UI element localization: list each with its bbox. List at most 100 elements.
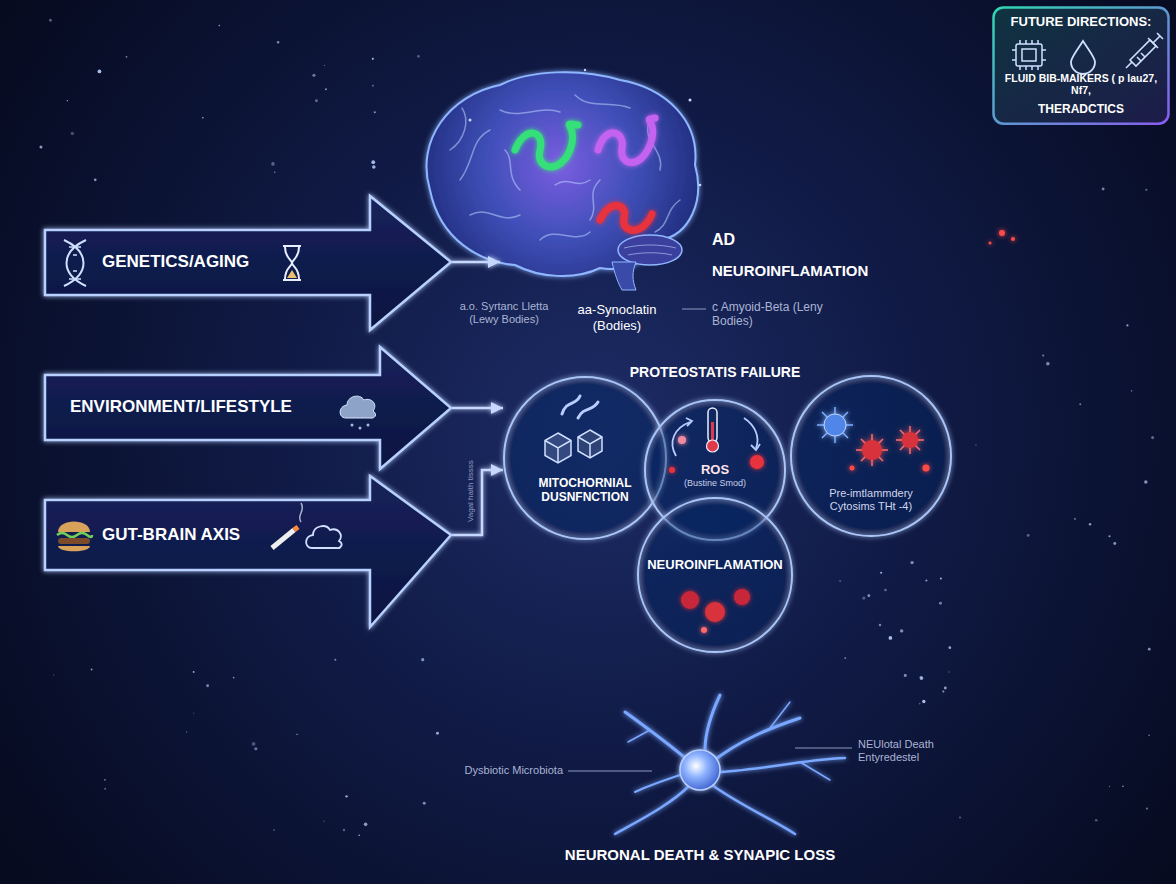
brain-illustration: [500, 110, 560, 114]
cytokine-icons: [817, 407, 853, 443]
sparkle-dots: [345, 795, 347, 797]
sparkle-dots: [1089, 523, 1092, 526]
sparkle-dots: [67, 100, 68, 101]
sparkle-dots: [252, 742, 256, 746]
arrow-outline: [40, 473, 452, 630]
brain-illustration: [426, 72, 698, 276]
thermometer-icon: [707, 440, 719, 452]
sparkle-dots: [1122, 785, 1123, 786]
panel-text: THERADCTICS: [1000, 102, 1162, 116]
pollution-cloud-icon: [367, 424, 370, 427]
sparkle-dots: [1144, 480, 1147, 483]
cycle-arrows: [672, 422, 690, 456]
sparkle-dots: [1113, 542, 1116, 545]
brain-illustration: [699, 184, 702, 187]
sparkle-dots: [104, 788, 106, 790]
neuron-illustration: [615, 785, 690, 834]
future-panel: FUTURE DIRECTIONS:FLUID BIB-MAIKERS ( p …: [992, 6, 1170, 125]
burger-icon: [58, 546, 90, 551]
mechanism-circle: MITOCHORNIAL DUSNFNCTION: [503, 376, 667, 540]
sparkle-dots: [1074, 518, 1076, 520]
brain-illustration: [540, 232, 590, 240]
brain-illustration: [584, 69, 586, 71]
mitochondria-icon: [578, 430, 602, 458]
chip-icon: [1016, 44, 1042, 66]
mitochondria-icon: [545, 430, 602, 463]
cytokine-icons: [896, 426, 924, 454]
syringe-icon: [1130, 40, 1156, 66]
circle-outline: [503, 376, 667, 540]
dna-fragment-icon: [562, 396, 580, 414]
brain-illustration: [624, 245, 676, 255]
sparkle-dots: [94, 179, 97, 182]
inflammation-cells: [705, 602, 725, 622]
sparkle-dots: [1079, 403, 1081, 405]
dna-fragment-icon: [578, 402, 598, 418]
sparkle-dots: [219, 25, 220, 26]
brain-illustration: [618, 235, 682, 265]
leader-lines: [568, 771, 652, 772]
hourglass-icon: [287, 270, 297, 278]
sparkle-dots: [944, 687, 947, 690]
axis-label: Vagal haith tissss: [466, 461, 476, 523]
sparkle-dots: [1131, 390, 1133, 392]
sparkle-dots: [1027, 534, 1030, 537]
arrow-shape: [45, 476, 451, 627]
sparkle-dots: [372, 85, 374, 87]
circle-label: NEUROINFLAMATION: [637, 557, 793, 573]
arrow-label: ENVIRONMENT/LIFESTYLE: [70, 397, 292, 417]
sparkle-dots: [364, 823, 368, 827]
input-arrow: ENVIRONMENT/LIFESTYLE: [40, 344, 452, 472]
sparkle-dots: [323, 821, 324, 822]
sparkle-dots: [959, 817, 961, 819]
sparkle-dots: [867, 594, 870, 597]
red-particles: [989, 230, 1016, 245]
sparkle-dots: [202, 117, 204, 119]
neuron-illustration: [635, 775, 680, 792]
sparkle-dots: [1148, 648, 1151, 651]
sparkle-dots: [334, 659, 336, 661]
brain-illustration: [426, 69, 701, 290]
sparkle-dots: [274, 172, 275, 173]
sparkle-dots: [975, 444, 977, 446]
cigarette-icon: [300, 503, 303, 522]
cycle-arrows: [744, 418, 758, 448]
connector-arrow: [452, 470, 503, 535]
chip-icon: [1012, 40, 1046, 70]
ros-particles: [750, 455, 764, 469]
dna-icon: [64, 240, 84, 286]
brain-illustration: [575, 95, 630, 108]
region-label: NEUROINFLAMATION: [712, 262, 868, 280]
sparkle-dots: [844, 657, 846, 659]
chip-icon: [1022, 49, 1036, 61]
brain-illustration: [469, 69, 702, 187]
pollution-cloud-icon: [351, 424, 354, 427]
sparkle-dots: [910, 561, 913, 564]
cycle-arrows: [672, 418, 760, 456]
pollution-cloud-icon: [340, 396, 375, 418]
circle-label: Pre-imtlammdery Cytosims THt -4): [816, 487, 926, 513]
circle-outline: [790, 375, 952, 537]
disease-label: AD: [712, 230, 735, 249]
mechanism-circle: Pre-imtlammdery Cytosims THt -4): [790, 375, 952, 537]
sparkle-dots: [126, 56, 128, 58]
sparkle-dots: [879, 624, 881, 626]
sparkle-dots: [942, 690, 944, 692]
cycle-arrows: [751, 444, 760, 450]
callout-label: c Amyoid-Beta (Leny Bodies): [712, 300, 832, 329]
burger-icon: [58, 538, 90, 544]
callout-label: NEUlotal Death Entyredestel: [858, 738, 950, 764]
mechanism-circle: NEUROINFLAMATION: [637, 497, 793, 653]
sparkle-dots: [312, 74, 315, 77]
burger-icon: [57, 533, 92, 537]
chip-icon: [1012, 40, 1046, 70]
cytokine-icons: [902, 432, 918, 448]
sparkle-dots: [884, 589, 887, 592]
inflammation-cells: [701, 627, 707, 633]
neuron-illustration: [680, 750, 720, 790]
sparkle-dots: [193, 713, 194, 714]
arrow-label: GENETICS/AGING: [102, 252, 249, 272]
sparkle-dots: [1095, 819, 1098, 822]
neuron-illustration: [712, 785, 795, 834]
